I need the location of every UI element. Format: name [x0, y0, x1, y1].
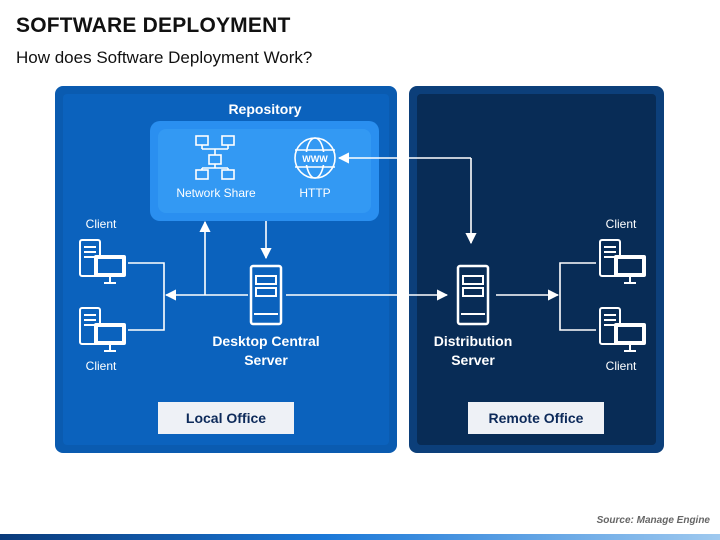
distribution-server-label-line1: Distribution [433, 333, 513, 349]
local-client-bottom-label: Client [85, 359, 117, 373]
network-share-icon [195, 135, 235, 180]
connection-lines [128, 152, 596, 331]
local-clients-bracket [128, 262, 165, 331]
remote-clients-bracket [559, 262, 596, 331]
desktop-server-label-line2: Server [244, 352, 288, 368]
desktop-server-icon [249, 264, 283, 326]
page-title: SOFTWARE DEPLOYMENT [16, 14, 291, 37]
repository-box-inner [158, 129, 371, 213]
remote-client-bottom-icon [599, 307, 646, 352]
http-label: HTTP [299, 186, 331, 200]
remote-client-bottom-label: Client [605, 359, 637, 373]
local-office-label: Local Office [158, 402, 294, 434]
repository-title: Repository [228, 101, 302, 117]
local-client-top-icon [79, 239, 126, 284]
distribution-server-label-line2: Server [451, 352, 495, 368]
network-share-label: Network Share [176, 186, 256, 200]
distribution-server-icon [456, 264, 490, 326]
desktop-server-label-line1: Desktop Central [212, 333, 320, 349]
globe-icon [294, 137, 336, 179]
source-note: Source: Manage Engine [596, 515, 710, 526]
local-client-top-label: Client [85, 217, 117, 231]
bottom-accent-bar [0, 534, 720, 540]
remote-client-top-icon [599, 239, 646, 284]
local-client-bottom-icon [79, 307, 126, 352]
page-subtitle: How does Software Deployment Work? [16, 48, 313, 67]
www-text: WWW [302, 154, 328, 164]
remote-client-top-label: Client [605, 217, 637, 231]
remote-office-label: Remote Office [468, 402, 604, 434]
